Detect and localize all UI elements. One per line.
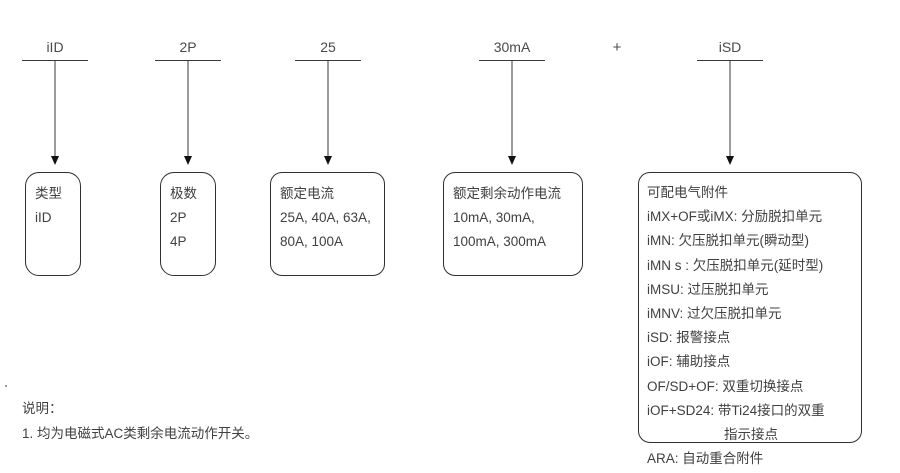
connector-line-poles — [187, 60, 189, 156]
spec-line: iMSU: 过压脱扣单元 — [647, 281, 769, 297]
spec-line: iOF: 辅助接点 — [647, 354, 731, 370]
spec-line: iMN: 欠压脱扣单元(瞬动型) — [647, 233, 809, 249]
spec-line: 25A, 40A, 63A, — [280, 210, 371, 225]
code-part-label-current: 25 — [320, 39, 336, 55]
spec-box-poles: 极数 2P 4P — [160, 172, 216, 276]
spec-line: ARA: 自动重合附件 — [647, 451, 764, 467]
connector-line-accessory — [729, 60, 731, 156]
connector-line-current — [327, 60, 329, 156]
spec-box-rated-residual-operating-current: 额定剩余动作电流 10mA, 30mA, 100mA, 300mA — [443, 172, 583, 276]
code-plus-separator: + — [612, 39, 622, 56]
connector-arrow-type — [51, 156, 59, 165]
spec-line: 2P — [170, 210, 187, 225]
code-part-label-residual-current: 30mA — [493, 39, 531, 55]
connector-arrow-residual-current — [508, 156, 516, 165]
page-artifact-dot — [5, 385, 7, 387]
spec-line: OF/SD+OF: 双重切换接点 — [647, 378, 804, 394]
spec-line: iMNV: 过欠压脱扣单元 — [647, 306, 782, 322]
spec-line: 4P — [170, 234, 187, 249]
spec-box-rated-current: 额定电流 25A, 40A, 63A, 80A, 100A — [270, 172, 385, 276]
spec-line: 极数 — [170, 186, 197, 201]
code-part-label-type: iID — [46, 39, 64, 55]
spec-line: 10mA, 30mA, — [453, 210, 535, 225]
spec-line: 额定剩余动作电流 — [453, 186, 561, 201]
spec-box-electrical-accessories: 可配电气附件 iMX+OF或iMX: 分励脱扣单元 iMN: 欠压脱扣单元(瞬动… — [638, 172, 862, 466]
spec-line: 额定电流 — [280, 186, 334, 201]
spec-line: 类型 — [35, 186, 62, 201]
connector-arrow-poles — [184, 156, 192, 165]
spec-line: iOF+SD24: 带Ti24接口的双重 — [647, 402, 825, 418]
notes-heading: 说明： — [22, 401, 63, 416]
spec-line: 100mA, 300mA — [453, 234, 547, 249]
spec-line: iMX+OF或iMX: 分励脱扣单元 — [647, 209, 823, 225]
connector-arrow-current — [324, 156, 332, 165]
code-part-label-poles: 2P — [179, 39, 197, 55]
spec-line: iSD: 报警接点 — [647, 330, 731, 346]
spec-box-type: 类型 iID — [25, 172, 81, 276]
connector-line-type — [54, 60, 56, 156]
spec-line: iID — [35, 210, 52, 225]
notes-item: 1. 均为电磁式AC类剩余电流动作开关。 — [22, 426, 259, 441]
connector-arrow-accessory — [726, 156, 734, 165]
spec-line: iMN s : 欠压脱扣单元(延时型) — [647, 257, 824, 273]
code-part-label-accessory: iSD — [718, 39, 742, 55]
spec-line: 指示接点 — [724, 427, 778, 443]
notes-block: 说明： 1. 均为电磁式AC类剩余电流动作开关。 — [22, 396, 258, 446]
spec-line: 可配电气附件 — [647, 185, 728, 200]
connector-line-residual-current — [511, 60, 513, 156]
spec-line: 80A, 100A — [280, 234, 344, 249]
